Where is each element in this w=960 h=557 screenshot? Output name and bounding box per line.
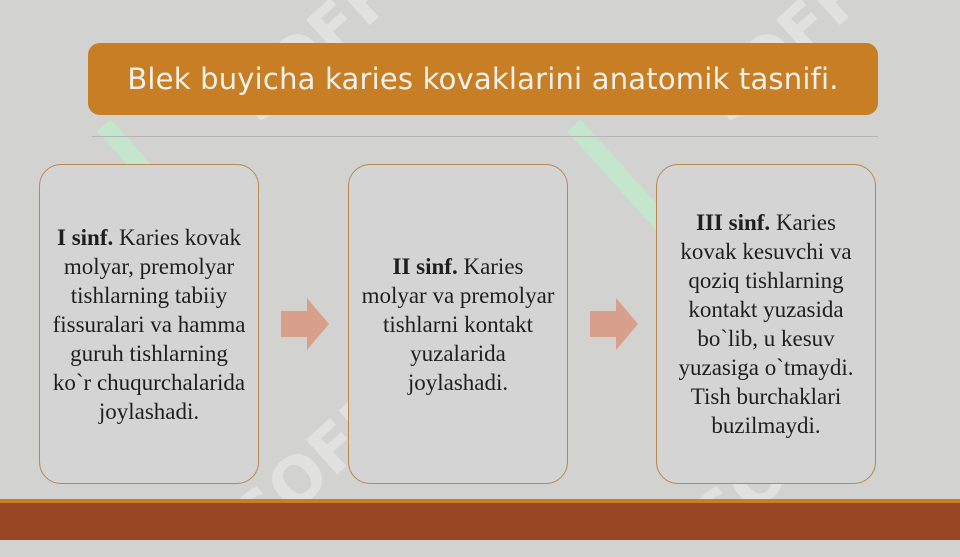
arrow-right-icon bbox=[590, 298, 638, 350]
footer-bar bbox=[0, 503, 960, 540]
class-2-box: II sinf. Karies molyar va premolyar tish… bbox=[348, 164, 568, 484]
class-1-description: Karies kovak molyar, premolyar tishlarni… bbox=[52, 224, 246, 424]
class-1-box: I sinf. Karies kovak molyar, premolyar t… bbox=[39, 164, 259, 484]
title-banner: Blek buyicha karies kovaklarini anatomik… bbox=[88, 43, 878, 115]
footer-accent-line bbox=[0, 499, 960, 503]
class-3-description: Karies kovak kesuvchi va qoziq tishlarni… bbox=[678, 210, 854, 438]
class-1-text: I sinf. Karies kovak molyar, premolyar t… bbox=[52, 223, 246, 426]
class-3-text: III sinf. Karies kovak kesuvchi va qoziq… bbox=[669, 208, 863, 440]
class-1-heading: I sinf. bbox=[57, 224, 114, 250]
class-3-heading: III sinf. bbox=[696, 210, 771, 235]
class-2-text: II sinf. Karies molyar va premolyar tish… bbox=[361, 252, 555, 397]
slide-title: Blek buyicha karies kovaklarini anatomik… bbox=[127, 62, 839, 96]
class-3-box: III sinf. Karies kovak kesuvchi va qoziq… bbox=[656, 164, 876, 484]
arrow-right-icon bbox=[281, 298, 329, 350]
class-2-heading: II sinf. bbox=[392, 253, 458, 279]
class-2-description: Karies molyar va premolyar tishlarni kon… bbox=[361, 253, 555, 395]
divider-line bbox=[92, 136, 878, 137]
